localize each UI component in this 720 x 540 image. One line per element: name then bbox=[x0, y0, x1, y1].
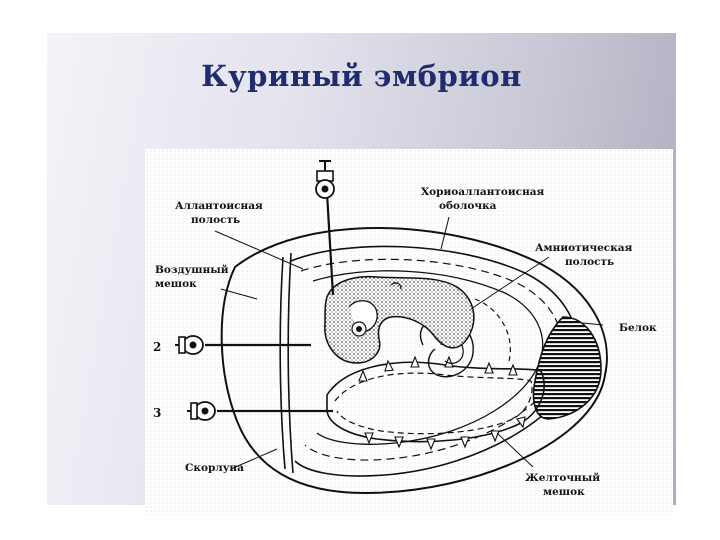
label-air-sac-line2: мешок bbox=[155, 278, 197, 290]
label-route-2: 2 bbox=[153, 340, 161, 354]
label-air-sac-line1: Воздушный bbox=[155, 264, 229, 276]
diagram-svg: Аллантоисная полость Воздушный мешок Хор… bbox=[145, 149, 673, 515]
label-amniotic-cavity-line2: полость bbox=[565, 256, 614, 268]
label-yolk-sac-line1: Желточный bbox=[525, 472, 600, 484]
chick-embryo-diagram: Аллантоисная полость Воздушный мешок Хор… bbox=[145, 149, 673, 515]
label-shell: Скорлупа bbox=[185, 462, 244, 474]
label-albumen: Белок bbox=[619, 322, 657, 334]
label-yolk-sac-line2: мешок bbox=[543, 486, 585, 498]
label-route-3: 3 bbox=[153, 406, 161, 420]
label-allantoic-cavity-line1: Аллантоисная bbox=[175, 200, 263, 212]
label-amniotic-cavity-line1: Амниотическая bbox=[535, 242, 633, 254]
label-chorioallantoic-line2: оболочка bbox=[439, 200, 497, 212]
slide-title: Куриный эмбрион bbox=[47, 59, 676, 93]
label-allantoic-cavity-line2: полость bbox=[191, 214, 240, 226]
label-chorioallantoic-line1: Хориоаллантоисная bbox=[421, 186, 545, 198]
slide: Куриный эмбрион bbox=[47, 33, 676, 505]
